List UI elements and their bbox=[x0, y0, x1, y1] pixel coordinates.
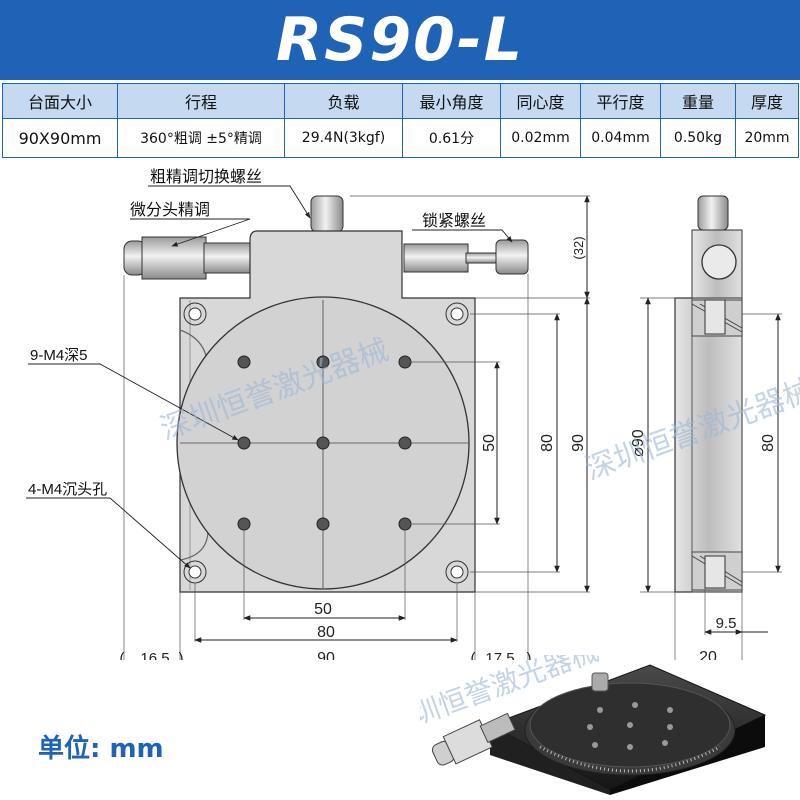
spec-value: 0.50kg bbox=[660, 118, 736, 158]
dim-plate-height: 90 bbox=[570, 434, 587, 452]
spec-value: 0.04mm bbox=[580, 118, 661, 158]
spec-value: 20mm bbox=[735, 118, 799, 158]
dim-right-overhang: 17.5 bbox=[485, 650, 514, 660]
svg-text:): ) bbox=[179, 650, 184, 660]
dim-side-thickness: 20 bbox=[699, 649, 717, 660]
spec-value: 90X90mm bbox=[2, 118, 118, 158]
spec-value: 0.61分 bbox=[402, 118, 501, 158]
spec-header: 同心度 bbox=[500, 83, 581, 119]
spec-header: 台面大小 bbox=[2, 83, 118, 119]
spec-table: 台面大小 行程 负载 最小角度 同心度 平行度 重量 厚度 90X90mm 36… bbox=[2, 83, 799, 158]
dim-side-mount-spacing: 80 bbox=[760, 434, 777, 452]
title-banner: RS90-L bbox=[0, 0, 800, 80]
spec-header: 重量 bbox=[660, 83, 736, 119]
spec-header: 负载 bbox=[284, 83, 403, 119]
callout-tapped-holes: 9-M4深5 bbox=[30, 347, 88, 364]
spec-value: 360°粗调 ±5°精调 bbox=[117, 118, 285, 158]
tapped-hole bbox=[237, 355, 412, 531]
micrometer-head bbox=[123, 236, 253, 280]
dim-side-step: 9.5 bbox=[716, 615, 737, 632]
svg-text:(: ( bbox=[120, 650, 125, 660]
unit-label: 单位: mm bbox=[38, 734, 164, 764]
product-photo: 深圳恒誉激光器械 bbox=[420, 655, 767, 795]
dim-left-overhang: 16.5 bbox=[140, 650, 169, 660]
dim-mount-spacing-v: 80 bbox=[539, 434, 556, 452]
lock-screw bbox=[403, 239, 529, 275]
callout-counterbore-holes: 4-M4沉头孔 bbox=[28, 481, 107, 498]
technical-drawing: 50 80 90 (32) 50 80 90 16.5 17.5 ( ) ( bbox=[26, 168, 800, 660]
dim-hole-spacing-v: 50 bbox=[481, 434, 498, 452]
spec-value-row: 90X90mm 360°粗调 ±5°精调 29.4N(3kgf) 0.61分 0… bbox=[2, 118, 799, 158]
front-view: 50 80 90 (32) 50 80 90 16.5 17.5 ( ) ( bbox=[26, 168, 590, 660]
spec-header: 厚度 bbox=[735, 83, 799, 119]
spec-header: 平行度 bbox=[580, 83, 661, 119]
svg-text:(: ( bbox=[471, 650, 476, 660]
spec-header: 最小角度 bbox=[402, 83, 501, 119]
spec-header-row: 台面大小 行程 负载 最小角度 同心度 平行度 重量 厚度 bbox=[2, 83, 799, 119]
dim-plate-width: 90 bbox=[317, 650, 335, 660]
spec-value: 29.4N(3kgf) bbox=[284, 118, 403, 158]
dim-side-diameter: ⌀90 bbox=[630, 429, 647, 457]
dim-top-clearance: (32) bbox=[571, 236, 586, 259]
callout-coarse-fine-switch: 粗精调切换螺丝 bbox=[150, 168, 262, 186]
dim-hole-spacing-h: 50 bbox=[314, 601, 332, 618]
product-title: RS90-L bbox=[275, 5, 525, 75]
callout-lock-screw: 锁紧螺丝 bbox=[422, 212, 486, 230]
spec-header: 行程 bbox=[117, 83, 285, 119]
side-view: ⌀90 80 9.5 20 bbox=[630, 195, 782, 660]
spec-value: 0.02mm bbox=[500, 118, 581, 158]
switch-knob bbox=[310, 195, 344, 233]
callout-micrometer: 微分头精调 bbox=[130, 201, 210, 219]
dim-mount-spacing-h: 80 bbox=[317, 624, 335, 641]
counterbore-hole bbox=[183, 302, 469, 584]
svg-text:): ) bbox=[527, 650, 532, 660]
